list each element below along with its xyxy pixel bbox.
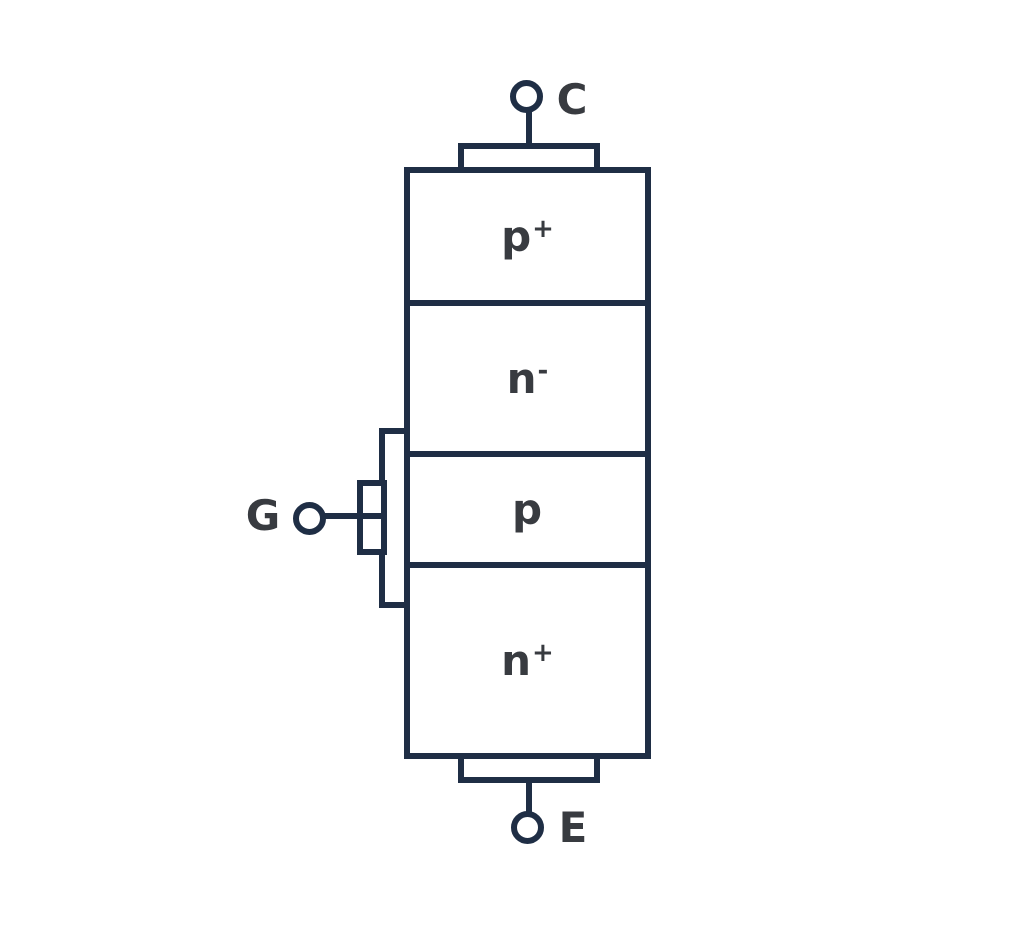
collector-lead-line xyxy=(526,110,532,149)
layer-n-plus: n+ xyxy=(404,568,651,753)
emitter-terminal-circle xyxy=(511,811,544,844)
junction-line-nminus-p xyxy=(404,451,651,457)
semiconductor-body-outline xyxy=(404,167,651,759)
junction-line-pplus-nminus xyxy=(404,300,651,306)
collector-terminal-circle xyxy=(510,80,543,113)
layer-p-plus: p+ xyxy=(404,173,651,300)
layer-n-plus-label: n+ xyxy=(501,635,554,685)
layer-p-body-label: p xyxy=(511,484,543,534)
emitter-contact-pad xyxy=(458,753,600,783)
layer-p-body: p xyxy=(404,457,651,562)
emitter-lead-line xyxy=(526,780,532,815)
gate-terminal-label: G xyxy=(245,491,281,540)
layer-n-minus: n- xyxy=(404,306,651,451)
gate-lead-line xyxy=(324,513,382,519)
layer-n-minus-label: n- xyxy=(506,353,549,403)
gate-terminal-circle xyxy=(293,502,326,535)
junction-line-p-nplus xyxy=(404,562,651,568)
layer-p-plus-label: p+ xyxy=(501,211,554,261)
collector-terminal-label: C xyxy=(556,75,588,124)
emitter-terminal-label: E xyxy=(558,803,588,852)
